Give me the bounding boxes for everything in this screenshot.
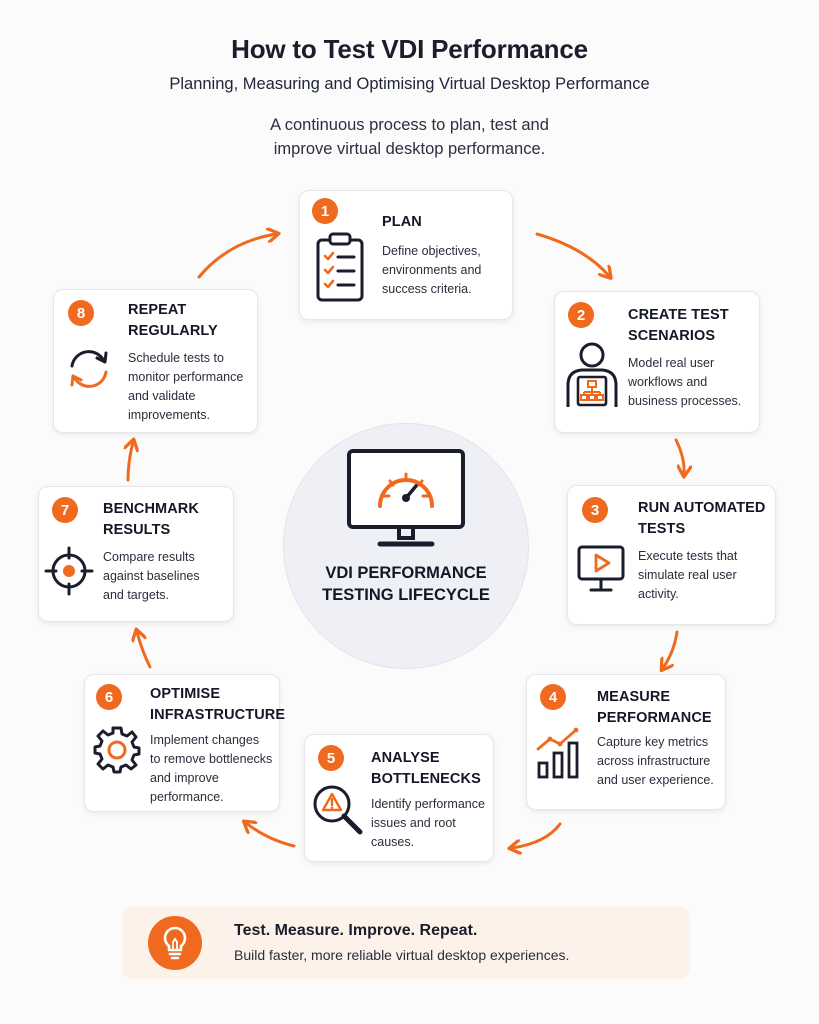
step-number-badge: 6 [96, 684, 122, 710]
arrow-3-to-4 [663, 630, 679, 668]
arrow-1-to-2 [535, 232, 609, 276]
arrow-6-to-7 [137, 632, 152, 669]
intro-text: A continuous process to plan, test and i… [0, 113, 819, 161]
lightbulb-badge [148, 916, 202, 970]
bar-chart-trend-icon [536, 727, 579, 779]
step-title: OPTIMISE INFRASTRUCTURE [150, 686, 286, 723]
arrow-5-to-6 [246, 823, 296, 848]
step-description: Compare results against baselines and ta… [103, 550, 200, 602]
step-description: Capture key metrics across infrastructur… [597, 735, 714, 787]
footer-text: Build faster, more reliable virtual desk… [234, 947, 570, 963]
step-description: Model real user workflows and business p… [628, 356, 742, 408]
step-description: Identify performance issues and root cau… [371, 797, 485, 849]
step-title: MEASURE PERFORMANCE [597, 689, 712, 726]
target-crosshair-icon [44, 546, 94, 596]
arrow-4-to-5 [512, 822, 562, 848]
footer-title: Test. Measure. Improve. Repeat. [234, 922, 478, 939]
step-title: ANALYSE BOTTLENECKS [371, 750, 481, 787]
step-description: Define objectives, environments and succ… [382, 244, 482, 296]
step-title: PLAN [382, 214, 422, 230]
step-number-badge: 2 [568, 302, 594, 328]
step-number-badge: 7 [52, 497, 78, 523]
monitor-play-icon [577, 545, 625, 592]
hub-title: VDI PERFORMANCE TESTING LIFECYCLE [322, 564, 490, 604]
monitor-gauge-icon [347, 449, 465, 547]
step-title: BENCHMARK RESULTS [103, 501, 199, 538]
step-number-badge: 8 [68, 300, 94, 326]
arrow-8-to-1 [197, 234, 276, 279]
step-title: RUN AUTOMATED TESTS [638, 500, 766, 537]
magnifier-warning-icon [313, 785, 363, 835]
intro-line: improve virtual desktop performance. [273, 140, 546, 158]
page-subtitle: Planning, Measuring and Optimising Virtu… [169, 75, 650, 93]
step-description: Execute tests that simulate real user ac… [638, 549, 738, 601]
intro-line: A continuous process to plan, test and [270, 116, 549, 134]
page-title: How to Test VDI Performance [231, 34, 588, 64]
step-description: Schedule tests to monitor performance an… [128, 351, 244, 422]
step-number-badge: 4 [540, 684, 566, 710]
refresh-cycle-icon [70, 350, 108, 388]
step-description: Implement changes to remove bottlenecks … [150, 733, 273, 804]
step-number-badge: 1 [312, 198, 338, 224]
arrow-7-to-8 [128, 442, 133, 482]
lightbulb-icon [163, 926, 187, 960]
step-title: CREATE TEST SCENARIOS [628, 307, 729, 344]
gear-icon [93, 726, 141, 774]
clipboard-checklist-icon [316, 232, 364, 302]
arrow-2-to-3 [674, 438, 684, 474]
footer-banner [122, 907, 690, 979]
step-title: REPEAT REGULARLY [128, 302, 218, 339]
user-workflow-icon [566, 342, 618, 407]
step-number-badge: 3 [582, 497, 608, 523]
step-number-badge: 5 [318, 745, 344, 771]
